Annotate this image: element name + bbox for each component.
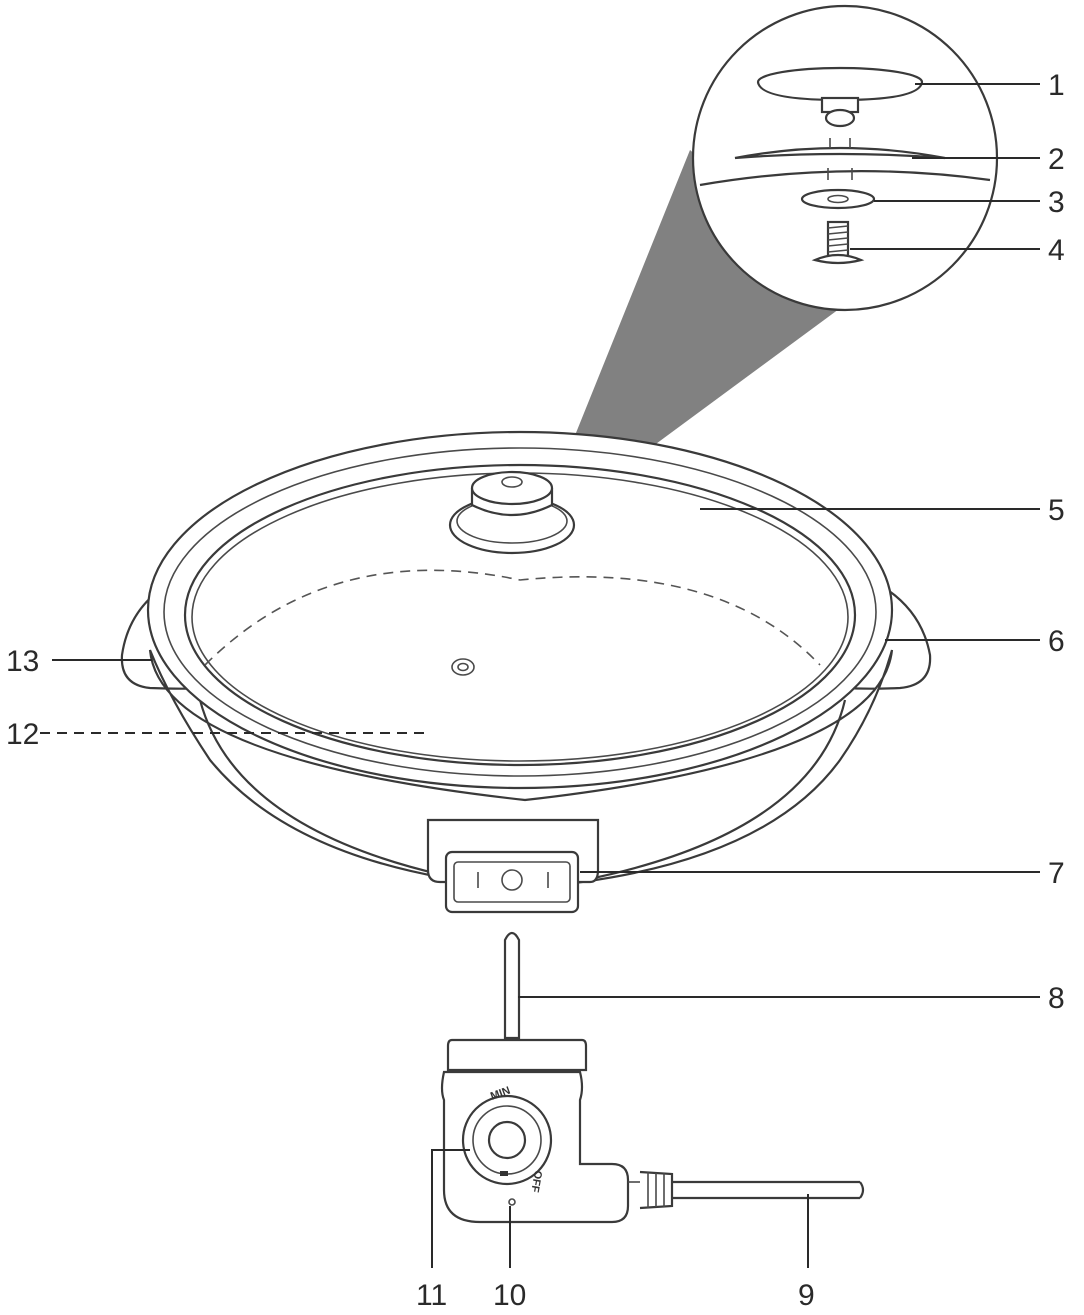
steam-vent — [451, 658, 475, 676]
callout-8: 8 — [1048, 982, 1065, 1015]
pan-body — [120, 430, 932, 892]
thermostat-socket — [426, 818, 600, 914]
callout-6: 6 — [1048, 625, 1065, 658]
glass-lid — [183, 463, 857, 767]
knob-cap — [756, 66, 924, 128]
callout-5: 5 — [1048, 494, 1065, 527]
dial-heat-mark — [500, 1171, 508, 1176]
callout-3: 3 — [1048, 186, 1065, 219]
screw — [811, 220, 865, 265]
pan-bowl — [148, 649, 894, 890]
temperature-probe — [503, 931, 521, 1040]
callout-labels: 1 2 3 4 5 6 7 8 9 10 11 12 13 — [6, 69, 1065, 1312]
callout-13: 13 — [6, 645, 39, 678]
thermostat-control: MIN OFF — [440, 1038, 865, 1224]
dial-off-label: OFF — [528, 1169, 544, 1193]
cord-strain-relief — [639, 1170, 674, 1210]
callout-7: 7 — [1048, 857, 1065, 890]
leader-lines — [40, 83, 1040, 1268]
callout-11: 11 — [416, 1279, 447, 1312]
lid-rim-arc — [699, 170, 991, 187]
callout-9: 9 — [798, 1279, 815, 1312]
lid-knob — [448, 470, 576, 555]
callout-2: 2 — [1048, 143, 1065, 176]
callout-4: 4 — [1048, 234, 1065, 267]
power-cord — [672, 1180, 860, 1200]
knob-detail-zoom — [691, 4, 999, 312]
callout-10: 10 — [493, 1279, 526, 1312]
callout-1: 1 — [1048, 69, 1065, 102]
washer — [800, 188, 876, 210]
indicator-light — [508, 1198, 516, 1206]
callout-12: 12 — [6, 718, 39, 751]
nonstick-plate-hidden-edge — [204, 569, 821, 666]
